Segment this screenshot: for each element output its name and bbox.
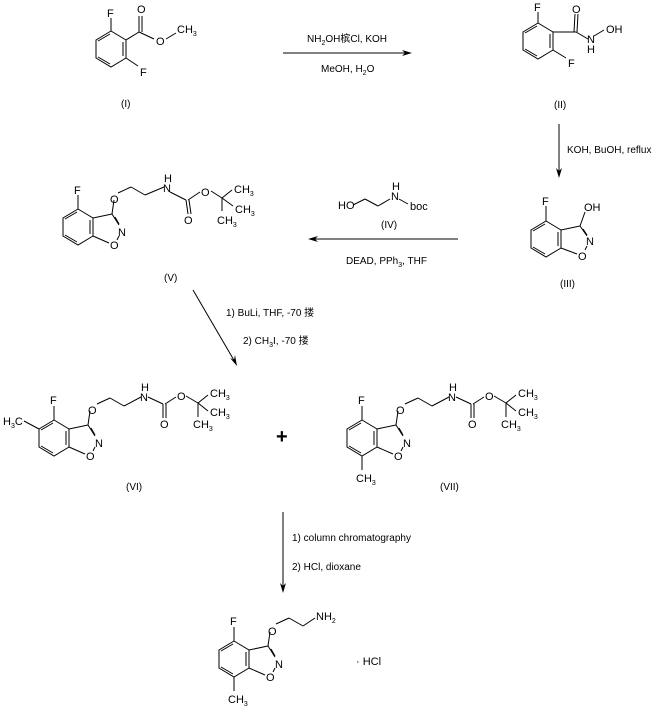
atom-O: O — [396, 405, 405, 417]
compound-V: F O N O N H O O CH3 CH3 CH3 (V) — [62, 173, 255, 284]
reagents-below: MeOH, H2O — [321, 64, 375, 77]
atom-O: O — [110, 194, 119, 206]
atom-F: F — [542, 196, 549, 208]
atom-N: N — [140, 392, 148, 404]
methyl-group: CH3 — [234, 184, 254, 198]
atom-O: O — [110, 240, 119, 252]
compound-label-II: (II) — [554, 100, 566, 111]
boc-group: boc — [410, 201, 428, 213]
atom-O: O — [86, 451, 95, 463]
hcl-salt: · HCl — [356, 656, 381, 668]
atom-O: O — [485, 391, 494, 403]
atom-N: N — [448, 392, 456, 404]
compound-label-VI: (VI) — [126, 482, 142, 493]
atom-N: N — [95, 438, 103, 450]
reagents-line-1: 1) column chromatography — [292, 533, 411, 544]
atom-N: N — [275, 659, 283, 671]
reaction-step-5: 1) column chromatography 2) HCl, dioxane — [280, 512, 411, 593]
reagents-line-1: 1) BuLi, THF, -70 搂 — [226, 306, 314, 319]
atom-H: H — [449, 382, 457, 394]
atom-O: O — [268, 626, 277, 638]
methyl-group: CH3 — [193, 419, 213, 433]
arrow-head-icon — [230, 355, 237, 366]
compound-label-I: (I) — [121, 99, 130, 110]
reaction-step-3: HO N H boc (IV) DEAD, PPh3, THF — [308, 181, 458, 269]
methyl-group: H3C — [3, 416, 23, 430]
compound-label-V: (V) — [164, 273, 177, 284]
atom-O: O — [184, 215, 193, 227]
atom-H: H — [392, 181, 400, 193]
compound-label-III: (III) — [560, 279, 575, 290]
atom-F: F — [358, 395, 365, 407]
reaction-arrow — [192, 289, 236, 363]
final-product: F O N O NH2 CH3 · HCl — [218, 611, 381, 708]
reagents-line-2: 2) CH3I, -70 搂 — [243, 334, 309, 349]
hydroxyl-group: HO — [338, 200, 355, 212]
atom-O: O — [177, 391, 186, 403]
methyl-group: CH3 — [235, 204, 255, 218]
methyl-group: CH3 — [228, 694, 248, 708]
methyl-group: CH3 — [217, 215, 237, 229]
atom-O: O — [578, 251, 587, 263]
atom-O: O — [156, 36, 165, 48]
atom-N: N — [163, 183, 171, 195]
compound-VI: F H3C O N O N H O O CH3 CH3 CH3 (VI) — [3, 382, 230, 493]
atom-H: H — [164, 173, 172, 185]
compound-III: F OH N O (III) — [530, 196, 601, 290]
atom-F: F — [230, 616, 237, 628]
methyl-group: CH3 — [518, 407, 538, 421]
atom-F: F — [74, 185, 81, 197]
arrow-head-icon — [280, 583, 286, 593]
reagents-above: NH2OH槟Cl, KOH — [307, 32, 387, 47]
atom-F: F — [107, 8, 114, 20]
atom-F: F — [534, 2, 541, 14]
atom-O: O — [572, 4, 581, 16]
arrow-head-icon — [556, 168, 562, 178]
benzene-ring — [95, 16, 177, 68]
compound-I: F F O O CH3 (I) — [95, 4, 197, 110]
atom-F: F — [568, 58, 575, 70]
compound-II: F F O N H OH (II) — [522, 2, 623, 111]
atom-F: F — [140, 67, 147, 79]
plus-sign: + — [276, 426, 288, 448]
atom-N: N — [391, 191, 399, 203]
atom-O: O — [468, 419, 477, 431]
hydroxyl-group: OH — [606, 24, 623, 36]
methyl-group: CH3 — [210, 407, 230, 421]
atom-H: H — [141, 382, 149, 394]
atom-O: O — [160, 419, 169, 431]
atom-O: O — [201, 187, 210, 199]
atom-N: N — [587, 34, 595, 46]
atom-O: O — [394, 451, 403, 463]
arrow-head-icon — [402, 50, 412, 56]
atom-N: N — [586, 236, 594, 248]
methyl-group: CH3 — [356, 473, 376, 487]
compound-VII: F O N O CH3 N H O O CH3 CH3 CH3 (VII) — [346, 382, 538, 493]
reaction-step-4: 1) BuLi, THF, -70 搂 2) CH3I, -70 搂 — [192, 289, 314, 366]
methyl-group: CH3 — [177, 24, 197, 38]
atom-O: O — [137, 4, 146, 16]
atom-N: N — [403, 438, 411, 450]
atom-H: H — [587, 44, 595, 56]
atom-F: F — [50, 395, 57, 407]
compound-label-VII: (VII) — [440, 482, 459, 493]
reagents: KOH, BuOH, reflux — [567, 145, 651, 156]
hydroxyl-group: OH — [584, 202, 601, 214]
compound-IV: HO N H boc (IV) — [338, 181, 428, 231]
atom-O: O — [88, 405, 97, 417]
arrow-head-icon — [308, 236, 318, 242]
atom-O: O — [266, 672, 275, 684]
reagents-below: DEAD, PPh3, THF — [346, 256, 427, 269]
methyl-group: CH3 — [518, 388, 538, 402]
atom-N: N — [118, 227, 126, 239]
amine-group: NH2 — [316, 611, 336, 625]
methyl-group: CH3 — [501, 419, 521, 433]
reagents-line-2: 2) HCl, dioxane — [292, 562, 361, 573]
reaction-step-2: KOH, BuOH, reflux — [556, 124, 651, 178]
methyl-group: CH3 — [210, 388, 230, 402]
compound-label-IV: (IV) — [381, 220, 397, 231]
reaction-step-1: NH2OH槟Cl, KOH MeOH, H2O — [283, 32, 412, 77]
